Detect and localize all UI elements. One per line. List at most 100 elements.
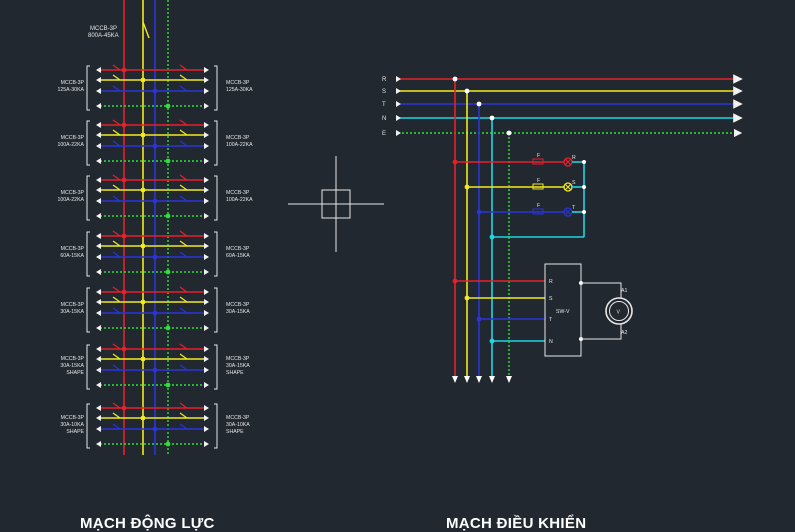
breaker-contact-right [179,230,188,237]
bracket-right [214,231,218,277]
feeder-label-right: 30A-15KA [226,363,250,369]
junction-dot [121,177,127,183]
lamp-t-icon [563,207,573,217]
feeder-label-right: MCCB-3P [226,135,250,141]
arrow-right-icon [204,143,209,149]
bracket-right [214,120,218,166]
breaker-contact-right [179,286,188,293]
junction-dot [121,405,127,411]
arrow-right-icon [204,356,209,362]
control-circuit-title: MẠCH ĐIỀU KHIỂN [446,514,586,532]
arrow-left-icon [96,132,101,138]
breaker-contact-left [112,174,121,181]
bracket-left [86,403,90,449]
arrow-right-icon [204,213,209,219]
main-breaker-label-2: 800A-45KA [88,33,119,39]
junction-dot [165,103,171,109]
feeder-label-left: MCCB-3P [61,302,85,308]
feeder-label-left: MCCB-3P [61,415,85,421]
arrow-right-icon [204,405,209,411]
arrow-right-icon [204,441,209,447]
feeder-label-left: 60A-15KA [60,253,84,259]
voltmeter-symbol: V [617,310,621,316]
breaker-contact-left [112,251,121,258]
arrow-left-icon [96,187,101,193]
breaker-contact-right [179,74,188,81]
breaker-contact-left [112,364,121,371]
feeder-label-right: 30A-15KA [226,309,250,315]
junction-dot [121,67,127,73]
fuse-t [532,208,544,215]
arrow-left-icon [96,289,101,295]
arrow-left-icon [96,325,101,331]
arrow-right-icon [204,346,209,352]
breaker-contact-left [112,140,121,147]
lamp-label-r: R [572,155,576,161]
feeder-label-right: MCCB-3P [226,80,250,86]
feeder-label-left: SHAPE [66,370,84,376]
junction-dot [140,415,146,421]
breaker-contact-left [112,423,121,430]
junction-dot [140,243,146,249]
breaker-contact-left [112,184,121,191]
junction-dot [121,233,127,239]
arrow-right-icon [204,88,209,94]
arrow-left-icon [96,382,101,388]
arrow-right-icon [204,269,209,275]
arrow-right-icon [204,382,209,388]
breaker-contact-right [179,64,188,71]
arrow-right-icon [204,243,209,249]
meter-terminal-a1: A1 [621,288,627,294]
lamp-label-t: T [572,205,576,211]
breaker-contact-right [179,307,188,314]
junction-dot [152,143,158,149]
breaker-contact-right [179,412,188,419]
main-breaker: MCCB-3P 800A-45KA [88,0,169,455]
busbars: R S T N E [382,74,743,138]
breaker-contact-left [112,129,121,136]
breaker-contact-left [112,74,121,81]
feeder-label-left: MCCB-3P [61,190,85,196]
breaker-contact-right [179,195,188,202]
power-circuit-title: MẠCH ĐỘNG LỰC [80,514,215,532]
voltmeter: V A1 A2 [580,282,633,340]
fuse-label-s: F [537,178,540,184]
arrow-left-icon [96,356,101,362]
breaker-contact-right [179,129,188,136]
arrow-right-icon [204,299,209,305]
bracket-right [214,175,218,221]
feeder-label-left: MCCB-3P [61,135,85,141]
breaker-contact-left [112,230,121,237]
arrow-right-icon [204,132,209,138]
arrow-right-icon [204,67,209,73]
breaker-contact-right [179,184,188,191]
arrow-left-icon [96,426,101,432]
breaker-contact-right [179,85,188,92]
breaker-contact-right [179,402,188,409]
feeder-label-left: 100A-22KA [57,197,84,203]
feeder-label-right: MCCB-3P [226,302,250,308]
switch-terminal-s: S [549,296,553,302]
power-circuit: MCCB-3P 800A-45KA MCCB-3P125A-30KAMCCB-3… [57,0,253,532]
lamp-label-s: S [572,180,576,186]
junction-dot [140,356,146,362]
arrow-right-icon [204,415,209,421]
breaker-contact-left [112,343,121,350]
fuse-label-r: F [537,153,540,159]
bracket-right [214,344,218,390]
arrow-right-icon [204,187,209,193]
arrow-left-icon [96,103,101,109]
junction-dot [152,88,158,94]
feeder-label-left: 100A-22KA [57,142,84,148]
arrow-right-icon [204,177,209,183]
switch-terminal-n: N [549,339,553,345]
junction-dot [152,426,158,432]
meter-terminal-a2: A2 [621,330,627,336]
breaker-contact-right [179,240,188,247]
bracket-left [86,65,90,111]
feeder-label-left: 30A-10KA [60,422,84,428]
